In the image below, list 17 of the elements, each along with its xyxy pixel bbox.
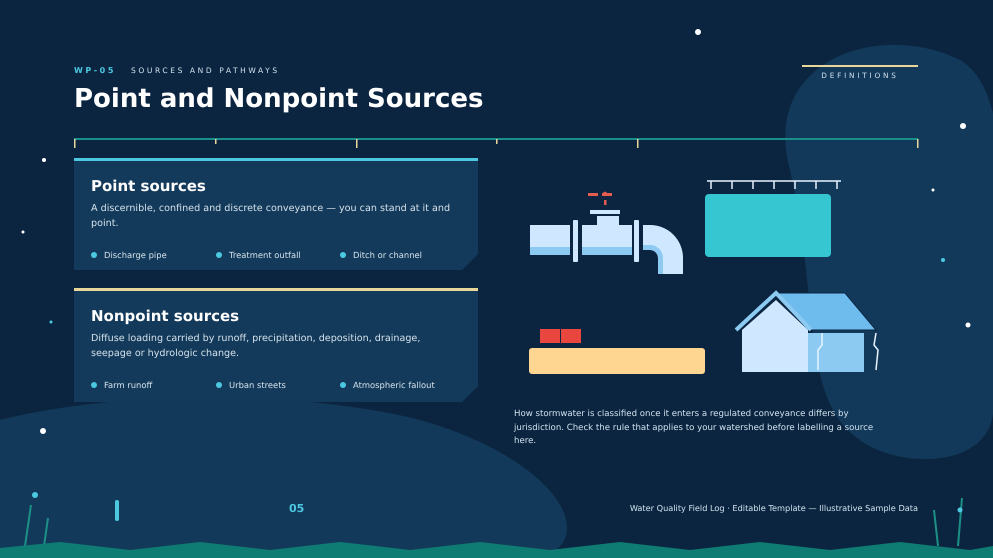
definition-card xyxy=(74,288,478,402)
list-item: Urban streets xyxy=(216,380,286,390)
section-code: WP-05 xyxy=(74,66,116,75)
card-description: A discernible, confined and discrete conveyance — you can stand at it and point. xyxy=(91,202,452,231)
footer-text: Water Quality Field Log · Editable Template — Illustrative Sample Data xyxy=(630,503,918,513)
card-description: Diffuse loading carried by runoff, precipitation, deposition, drainage, seepage or hydrologic change. xyxy=(91,332,422,361)
list-item: Treatment outfall xyxy=(216,250,301,260)
list-item: Farm runoff xyxy=(91,380,152,390)
slide-title: Point and Nonpoint Sources xyxy=(74,84,484,114)
list-item: Discharge pipe xyxy=(91,250,167,260)
definition-card xyxy=(74,158,478,270)
card-heading: Point sources xyxy=(91,177,207,195)
list-item: Ditch or channel xyxy=(340,250,422,260)
page-number: 05 xyxy=(289,502,304,515)
list-item: Atmospheric fallout xyxy=(340,380,435,390)
card-heading: Nonpoint sources xyxy=(91,307,240,325)
note-paragraph: How stormwater is classified once it enters a regulated conveyance differs by jurisdiction. Check the rule that applies to your watershed before labelling a source here. xyxy=(514,408,874,448)
